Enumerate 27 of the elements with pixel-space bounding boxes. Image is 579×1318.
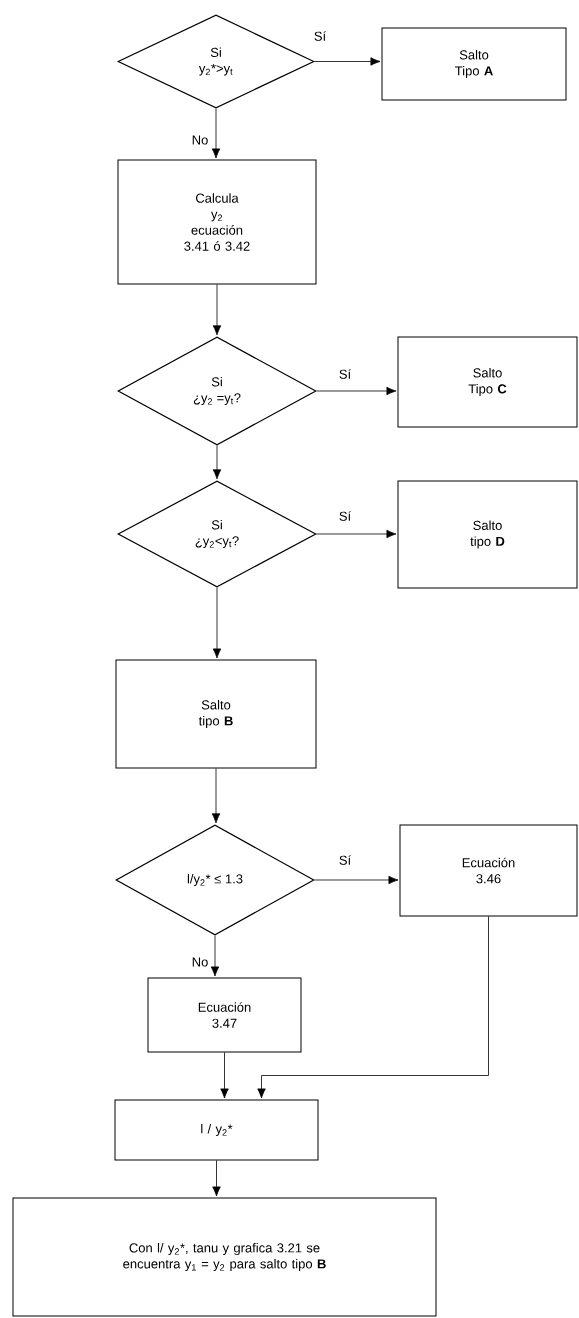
- process-box: Ecuación 3.46: [399, 824, 578, 917]
- process-box: Salto Tipo C: [397, 336, 578, 428]
- edge-label: Sí: [337, 368, 353, 380]
- process-box: Ecuación 3.47: [147, 977, 302, 1053]
- process-box: Salto tipo B: [115, 659, 317, 769]
- process-box: Con l/ y$_{2}$*, tanu y grafica 3.21 se encuentra y$_{1}$ = y$_{2}$ para salto tipo B: [12, 1197, 437, 1317]
- edge-label: Sí: [337, 854, 353, 866]
- arrow: [212, 445, 222, 480]
- arrow: [314, 57, 381, 66]
- arrow: [212, 1160, 221, 1197]
- arrow: [211, 108, 221, 159]
- arrow: [211, 768, 221, 824]
- process-box: Calcula y$_{2}$ ecuación 3.41 ó 3.42: [117, 159, 317, 285]
- edge-label: No: [190, 134, 210, 146]
- process-box: l / y$_{2}$*: [114, 1099, 319, 1161]
- arrow: [314, 875, 399, 885]
- arrow: [257, 916, 489, 1099]
- process-box: Salto Tipo A: [381, 27, 567, 101]
- edge-label: No: [190, 956, 210, 968]
- arrow: [212, 587, 222, 659]
- arrow: [220, 1052, 229, 1099]
- edge-label: Sí: [337, 510, 353, 522]
- arrow: [316, 386, 397, 396]
- arrow: [210, 935, 220, 977]
- arrow: [316, 529, 397, 539]
- process-box: Salto tipo D: [397, 480, 578, 589]
- arrow: [212, 284, 222, 336]
